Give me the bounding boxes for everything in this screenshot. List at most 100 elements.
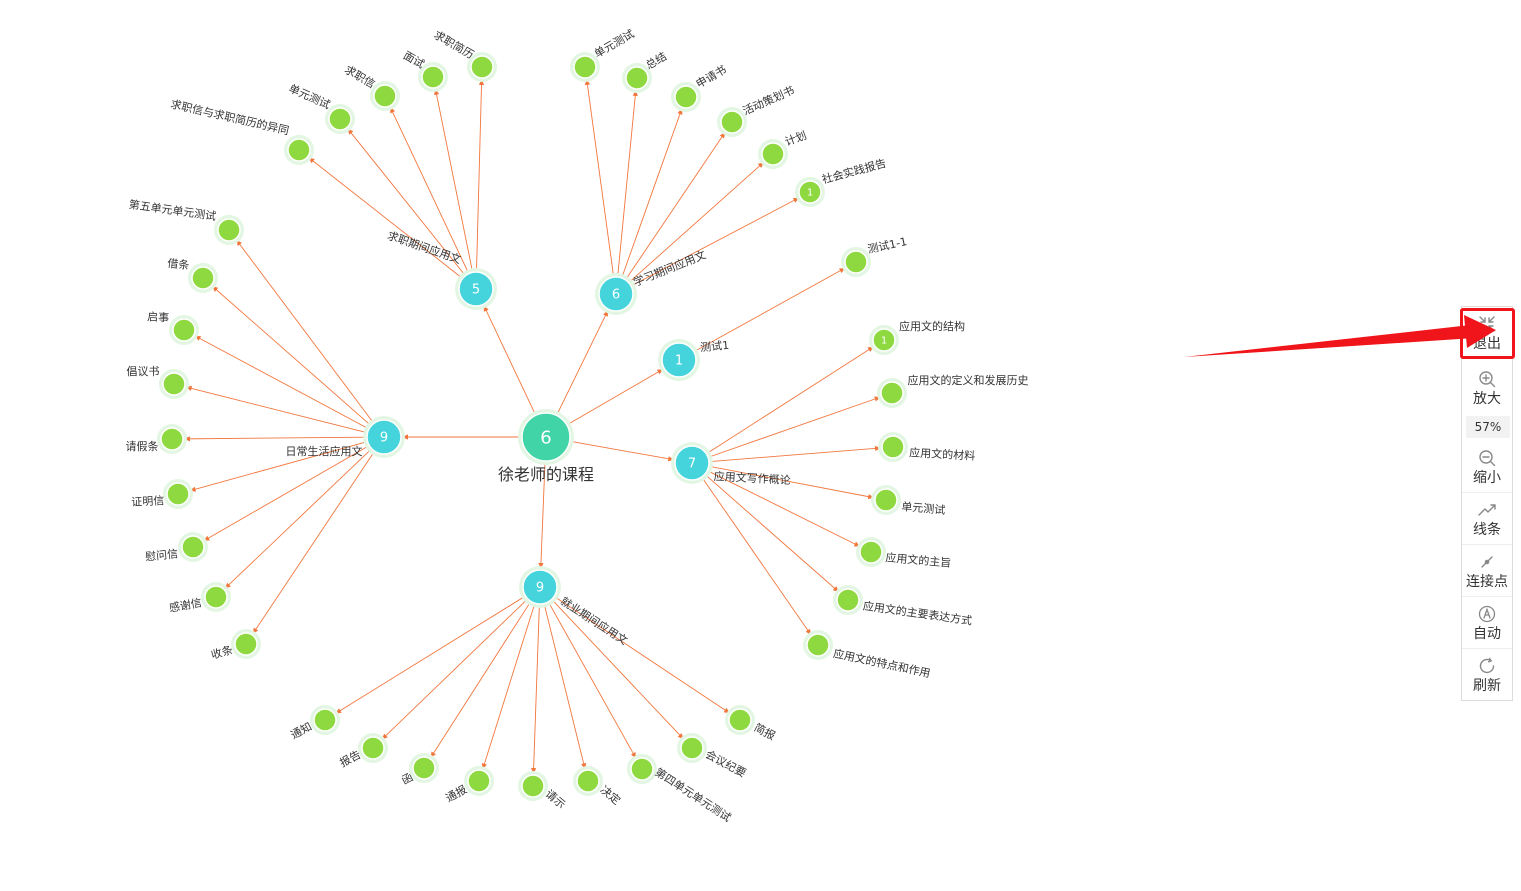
edge-branch-5-leaf-8 — [253, 450, 375, 633]
leaf-node[interactable] — [231, 629, 261, 659]
leaf-node[interactable] — [169, 315, 199, 345]
branch-node[interactable]: 9 — [363, 416, 405, 458]
leaf-node-circle — [674, 85, 698, 109]
leaf-node[interactable] — [622, 63, 652, 93]
leaf-node-circle — [859, 540, 883, 564]
leaf-node[interactable] — [518, 771, 548, 801]
leaf-label: 申请书 — [694, 63, 729, 91]
leaf-node-circle — [162, 372, 186, 396]
leaf-node[interactable] — [284, 135, 314, 165]
leaf-node-circle — [874, 488, 898, 512]
leaf-label: 应用文的特点和作用 — [832, 646, 932, 680]
branch-node-circle — [458, 271, 494, 307]
leaf-label: 应用文的主要表达方式 — [862, 598, 973, 627]
leaf-node-circle — [313, 708, 337, 732]
leaf-node[interactable] — [159, 369, 189, 399]
leaf-node[interactable] — [671, 82, 701, 112]
zoom-in-button[interactable]: 放大 — [1462, 363, 1512, 413]
leaf-node[interactable] — [418, 62, 448, 92]
edge-branch-4-leaf-4 — [533, 603, 540, 773]
edge-branch-5-leaf-7 — [225, 448, 373, 588]
edge-branch-4-leaf-2 — [547, 601, 636, 758]
branch-node-circle — [661, 342, 697, 378]
auto-layout-button[interactable]: 自动 — [1462, 597, 1512, 649]
edge-branch-4-leaf-4-arrowhead — [531, 767, 537, 775]
edge-branch-4-leaf-7 — [382, 598, 529, 739]
leaf-node[interactable] — [758, 139, 788, 169]
leaf-node[interactable] — [877, 378, 907, 408]
connect-point-button[interactable]: 连接点 — [1462, 545, 1512, 597]
edge-branch-4-leaf-3 — [543, 603, 586, 768]
leaf-label: 函 — [399, 771, 415, 788]
leaf-node[interactable] — [409, 753, 439, 783]
leaf-node[interactable] — [201, 582, 231, 612]
branch-node[interactable]: 6 — [595, 273, 637, 315]
leaf-node[interactable] — [570, 52, 600, 82]
leaf-node[interactable] — [833, 585, 863, 615]
refresh-icon — [1479, 657, 1495, 674]
edge-root-branch-4 — [540, 460, 546, 568]
leaf-label: 应用文的材料 — [909, 445, 976, 462]
leaf-node[interactable] — [467, 52, 497, 82]
leaf-node[interactable] — [627, 754, 657, 784]
leaf-node[interactable] — [878, 432, 908, 462]
leaf-node-circle — [412, 756, 436, 780]
leaf-node[interactable]: 1 — [869, 325, 899, 355]
edge-branch-1-leaf-5 — [630, 198, 798, 287]
leaf-node[interactable] — [157, 424, 187, 454]
leaf-node-circle — [166, 482, 190, 506]
edge-branch-4-leaf-8 — [336, 595, 526, 714]
leaf-node[interactable] — [856, 537, 886, 567]
lines-button[interactable]: 线条 — [1462, 493, 1512, 545]
exit-fullscreen-button[interactable]: 退出 — [1462, 307, 1512, 359]
edge-branch-3-leaf-2 — [708, 447, 880, 463]
leaf-node[interactable] — [677, 733, 707, 763]
leaf-label: 活动策划书 — [740, 83, 796, 118]
edge-branch-1-leaf-0-arrowhead — [584, 78, 591, 86]
edge-branch-5-leaf-6 — [204, 445, 370, 541]
leaf-node[interactable] — [871, 485, 901, 515]
edge-branch-1-leaf-1-arrowhead — [632, 89, 638, 97]
leaf-node[interactable] — [464, 766, 494, 796]
leaf-node[interactable] — [358, 733, 388, 763]
auto-icon — [1478, 605, 1496, 622]
leaf-node-circle — [421, 65, 445, 89]
exit-label: 退出 — [1473, 335, 1501, 352]
leaf-node[interactable] — [573, 766, 603, 796]
leaf-label: 第四单元单元测试 — [652, 765, 733, 825]
leaf-node[interactable] — [188, 263, 218, 293]
edge-root-branch-1 — [556, 311, 608, 416]
leaf-node[interactable] — [325, 104, 355, 134]
leaf-node[interactable] — [841, 247, 871, 277]
refresh-button[interactable]: 刷新 — [1462, 649, 1512, 701]
leaf-node-count: 1 — [807, 188, 813, 199]
leaf-node-circle — [761, 142, 785, 166]
branch-label: 应用文写作概论 — [713, 469, 791, 487]
leaf-node[interactable] — [214, 215, 244, 245]
edge-branch-1-leaf-4 — [628, 162, 763, 284]
leaf-node[interactable]: 1 — [795, 177, 825, 207]
leaf-node[interactable] — [370, 81, 400, 111]
leaf-node[interactable] — [717, 107, 747, 137]
leaf-node-circle — [728, 708, 752, 732]
branch-node-count: 5 — [472, 283, 480, 298]
branch-node[interactable]: 9 — [519, 566, 561, 608]
root-node[interactable]: 6 — [518, 409, 574, 465]
edge-branch-0-leaf-1 — [435, 90, 474, 273]
leaf-node[interactable] — [725, 705, 755, 735]
leaf-label: 应用文的结构 — [899, 319, 965, 333]
leaf-node[interactable] — [803, 630, 833, 660]
leaf-node-circle — [880, 381, 904, 405]
branch-node[interactable]: 1 — [658, 339, 700, 381]
branch-node[interactable]: 5 — [455, 268, 497, 310]
branch-node[interactable]: 7 — [671, 442, 713, 484]
exit-fullscreen-icon — [1479, 315, 1495, 332]
leaf-node[interactable] — [310, 705, 340, 735]
leaf-node[interactable] — [178, 532, 208, 562]
leaf-node-circle — [467, 769, 491, 793]
zoom-out-button[interactable]: 缩小 — [1462, 441, 1512, 493]
leaf-node-circle — [836, 588, 860, 612]
leaf-node-circle — [373, 84, 397, 108]
leaf-node[interactable] — [163, 479, 193, 509]
